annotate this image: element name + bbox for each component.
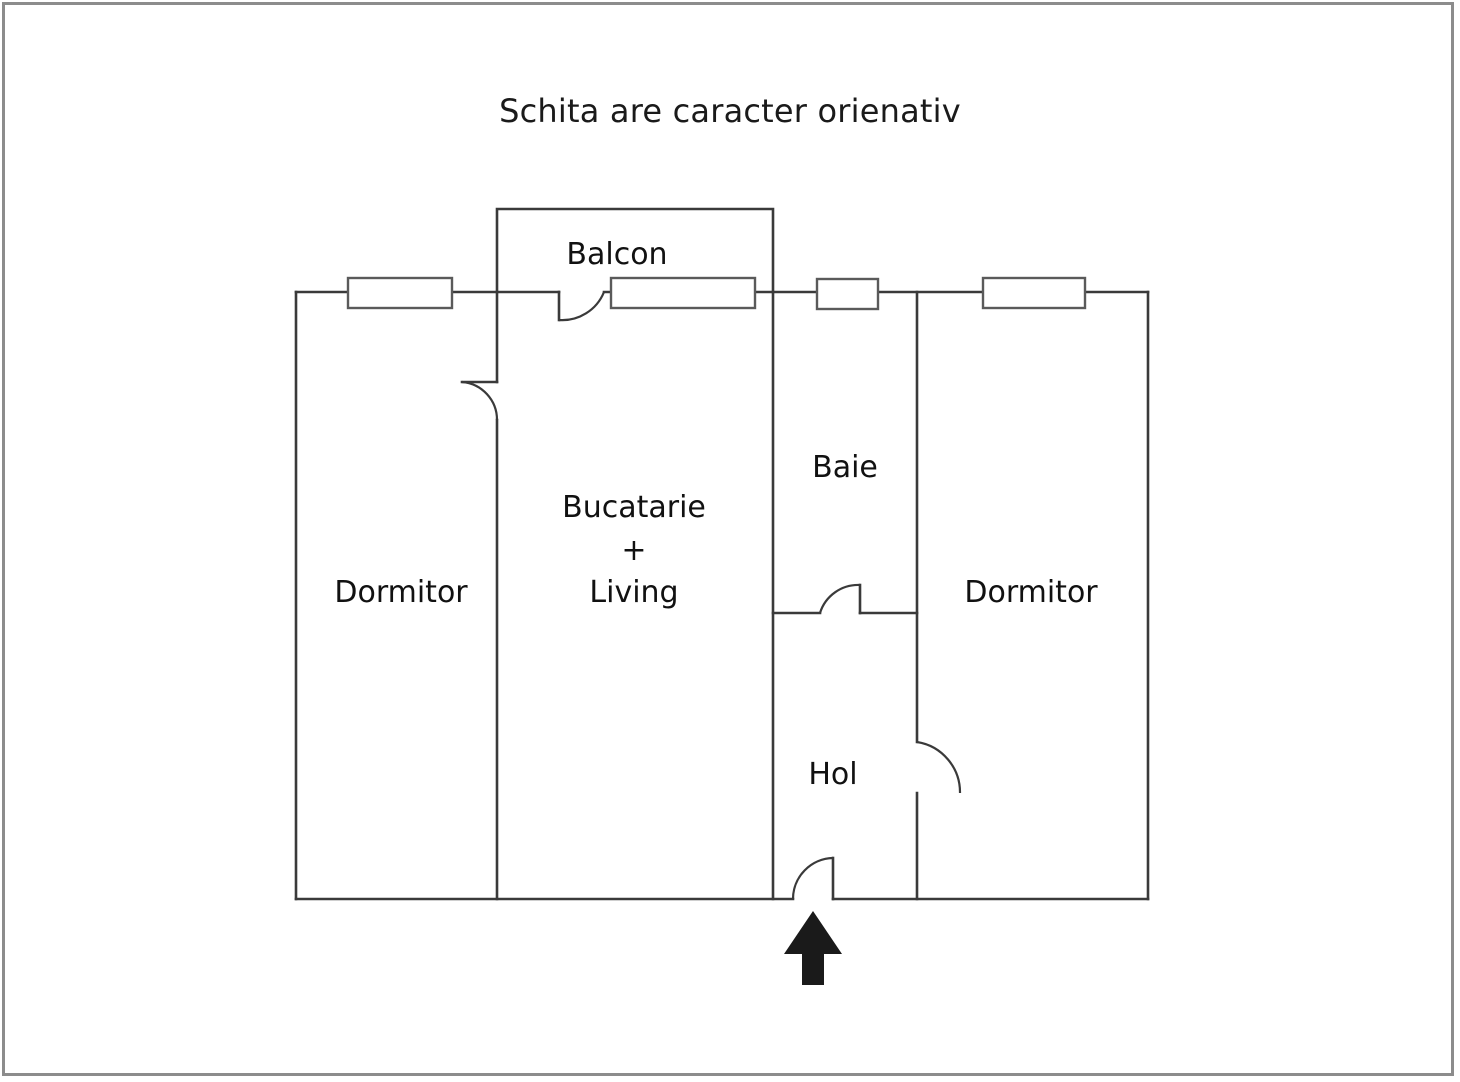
balcony-outline [495, 207, 775, 294]
dormitor-right-door-arc [916, 740, 962, 794]
window-living [609, 276, 757, 310]
windows-group [346, 276, 1087, 311]
room-label-balcon: Balcon [566, 237, 668, 272]
dormitor-left-door-arc [461, 380, 499, 421]
window-baie [815, 277, 880, 311]
room-label-dormitor-right: Dormitor [964, 575, 1098, 610]
window-dormitor-right [981, 276, 1087, 310]
room-label-line-bucatarie: Bucatarie [562, 490, 706, 525]
room-label-line-plus: + [621, 532, 647, 568]
room-label-bucatarie-living: Bucatarie + Living [514, 487, 754, 615]
baie-door-arc [818, 583, 861, 614]
room-label-line-living: Living [589, 575, 679, 611]
door-swings-group [461, 291, 962, 900]
room-label-dormitor-left: Dormitor [334, 575, 468, 610]
room-label-baie: Baie [812, 450, 878, 485]
page-title: Schita are caracter orienativ [499, 92, 961, 130]
room-label-hol: Hol [808, 757, 858, 792]
entrance-arrow [784, 911, 842, 985]
entrance-door-arc [791, 856, 834, 900]
balcony-door-arc [558, 291, 606, 322]
walls-group [294, 207, 1150, 901]
window-dormitor-left [346, 276, 454, 310]
